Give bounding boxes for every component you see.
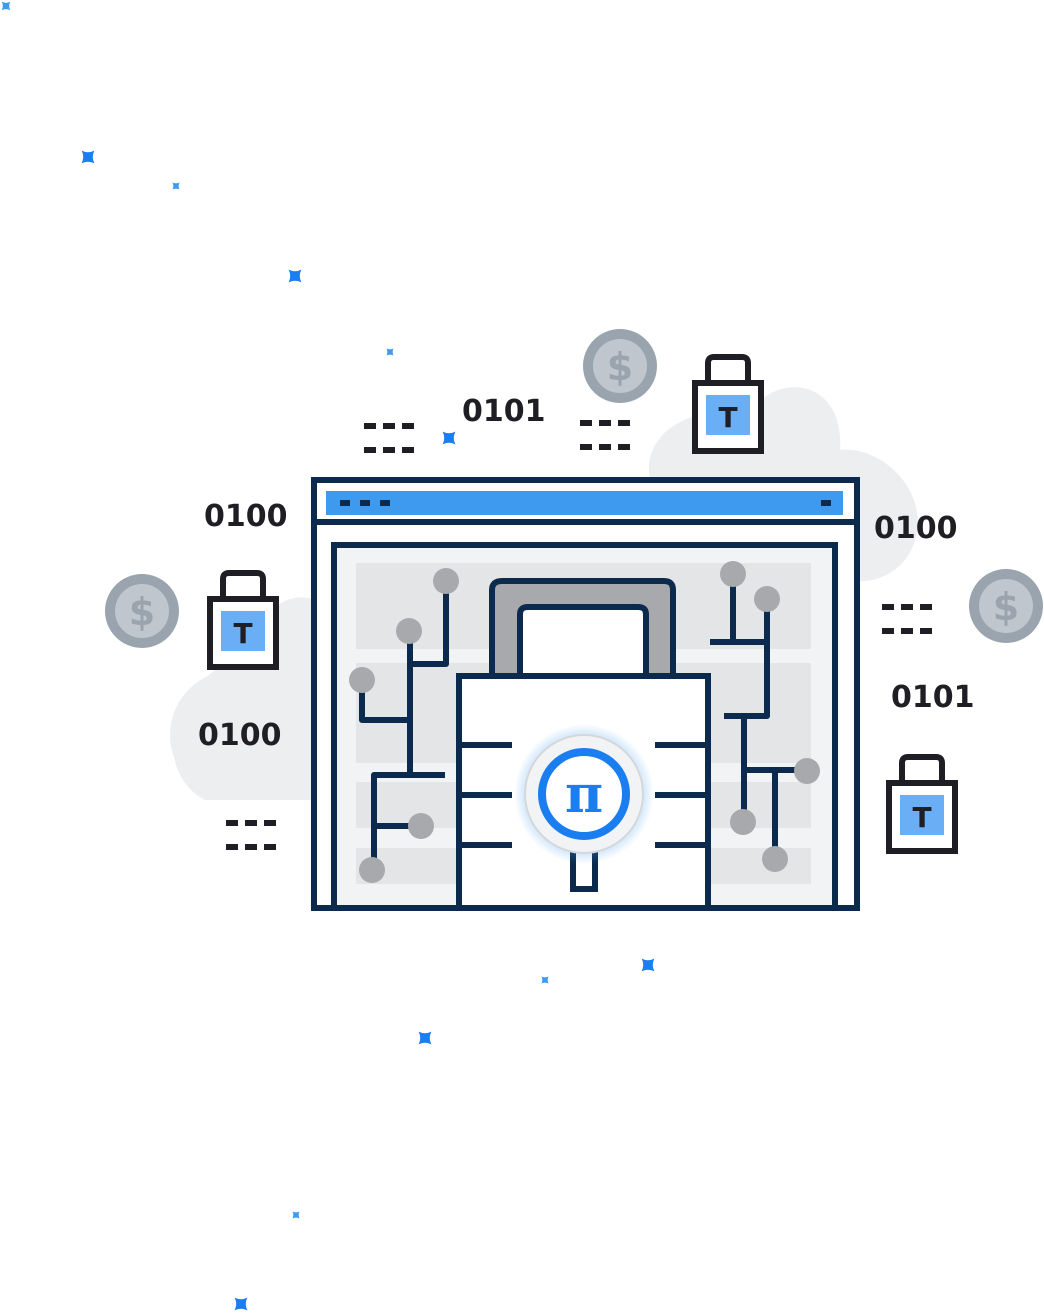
dash-mark (882, 604, 894, 610)
dash-mark (901, 628, 913, 634)
sparkle-star-icon (292, 1211, 300, 1219)
token-lock-icon: T (692, 354, 764, 454)
binary-label-top-center: 0101 (462, 394, 546, 429)
dash-mark (580, 420, 592, 426)
sparkle-star-icon (541, 976, 549, 984)
dollar-coin-icon: $ (105, 574, 179, 648)
dash-mark (402, 447, 414, 453)
dash-mark (245, 844, 257, 850)
sparkle-star-icon (288, 269, 302, 283)
sparkle-star-icon (1, 1, 11, 11)
dash-marks (226, 420, 932, 850)
token-lock-icon: T (886, 754, 958, 854)
sparkle-star-icon (81, 150, 95, 164)
padlock-icon (456, 578, 711, 911)
dash-mark (245, 820, 257, 826)
lock-letter: T (718, 401, 737, 434)
lock-letter: T (233, 617, 252, 650)
dash-mark (364, 447, 376, 453)
dash-mark (599, 420, 611, 426)
sparkle-star-icon (386, 348, 394, 356)
circuit-nodes (349, 561, 820, 883)
dash-mark (264, 820, 276, 826)
dash-mark (901, 604, 913, 610)
sparkle-star-icon (442, 431, 456, 445)
logo-badge: π (514, 724, 654, 864)
dash-mark (618, 420, 630, 426)
coin-symbol-left: $ (129, 590, 155, 634)
dash-mark (920, 628, 932, 634)
coin-symbol-top: $ (607, 345, 633, 389)
dash-mark (599, 444, 611, 450)
dash-mark (383, 423, 395, 429)
sparkle-star-icon (418, 1031, 432, 1045)
dash-mark (882, 628, 894, 634)
dash-mark (383, 447, 395, 453)
dash-mark (580, 444, 592, 450)
dollar-coin-icon: $ (583, 329, 657, 403)
logo-symbol: π (565, 764, 603, 825)
dollar-coin-icon: $ (969, 569, 1043, 643)
sparkle-star-icon (234, 1297, 248, 1311)
address-bar (326, 491, 843, 515)
binary-label-right-upper: 0100 (874, 511, 958, 546)
sparkle-star-icon (172, 182, 180, 190)
sparkle-star-icon (641, 958, 655, 972)
lock-letter: T (912, 801, 931, 834)
dash-mark (364, 423, 376, 429)
dash-mark (618, 444, 630, 450)
sparkles-group (1, 1, 655, 1311)
dash-mark (264, 844, 276, 850)
dash-mark (226, 820, 238, 826)
circuit-lines (359, 575, 808, 870)
token-lock-icon: T (207, 570, 279, 670)
coin-symbol-right: $ (993, 585, 1019, 629)
cloud-left-bump (170, 670, 300, 800)
dash-mark (226, 844, 238, 850)
binary-label-right-lower: 0101 (891, 680, 975, 715)
dash-mark (920, 604, 932, 610)
binary-label-left-upper: 0100 (204, 499, 288, 534)
dash-mark (402, 423, 414, 429)
binary-label-left-lower: 0100 (198, 718, 282, 753)
